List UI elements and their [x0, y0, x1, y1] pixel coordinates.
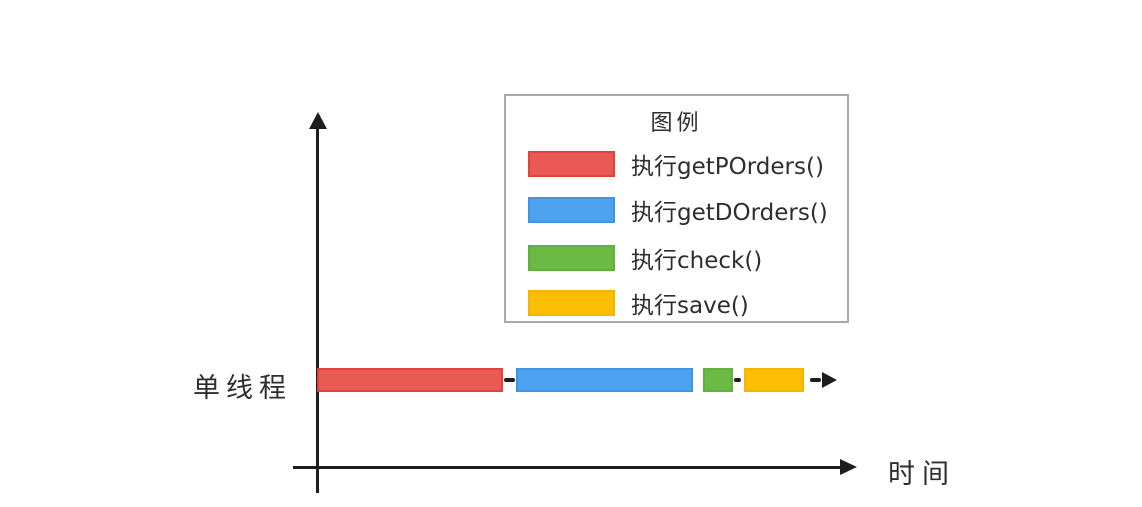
legend-swatch-check [528, 245, 615, 271]
x-axis-arrow-icon [840, 459, 857, 475]
legend-row-check: 执行check() [528, 241, 762, 275]
legend-label-check: 执行check() [631, 248, 763, 274]
x-axis-line [293, 466, 841, 469]
legend-row-getdorders: 执行getDOrders() [528, 193, 828, 227]
timeline-arrow-icon [822, 372, 837, 388]
legend-swatch-getporders [528, 151, 615, 177]
timeline-dash [734, 378, 741, 382]
timeline-dash [810, 378, 821, 382]
y-axis-line [316, 127, 319, 493]
timeline-bar-check [703, 368, 733, 392]
legend-box: 图例 执行getPOrders() 执行getDOrders() 执行check… [504, 94, 849, 323]
legend-label-getporders: 执行getPOrders() [631, 154, 824, 180]
timeline-bar-getporders [317, 368, 503, 392]
legend-swatch-save [528, 290, 615, 316]
y-axis-arrow-icon [309, 112, 327, 129]
legend-row-save: 执行save() [528, 286, 749, 320]
timeline-dash [504, 378, 515, 382]
timeline-bar-getdorders [516, 368, 693, 392]
legend-swatch-getdorders [528, 197, 615, 223]
thread-label: 单线程 [193, 373, 292, 404]
legend-row-getporders: 执行getPOrders() [528, 147, 824, 181]
legend-title: 图例 [650, 111, 703, 136]
x-axis-label: 时间 [888, 459, 956, 490]
legend-label-getdorders: 执行getDOrders() [631, 200, 828, 226]
legend-label-save: 执行save() [631, 293, 749, 319]
timeline-bar-save [744, 368, 804, 392]
